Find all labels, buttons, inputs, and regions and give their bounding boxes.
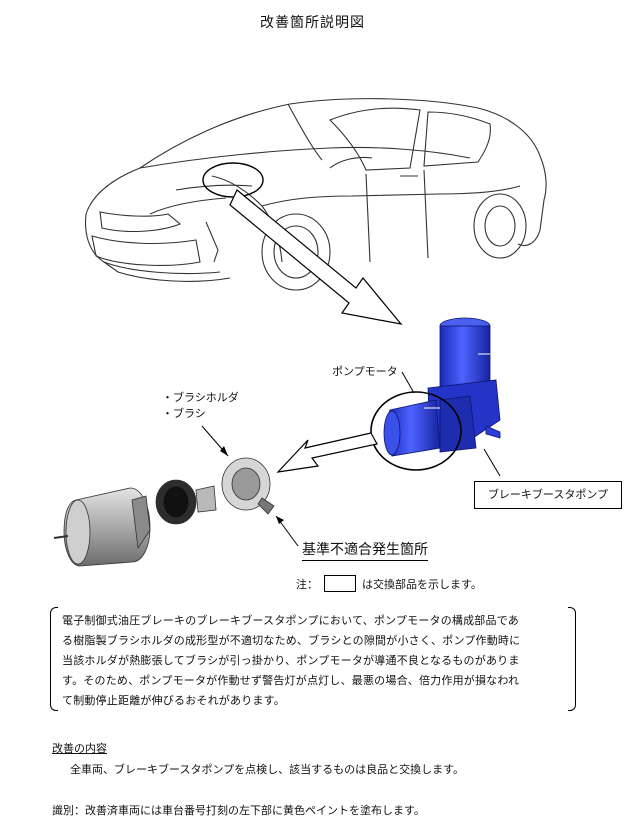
leader-booster-pump (483, 448, 501, 477)
label-brush-parts: ・ブラシホルダ ・ブラシ (162, 390, 239, 422)
note-suffix: は交換部品を示します。 (362, 577, 482, 591)
bracket-left (50, 607, 58, 711)
label-brush-holder: ・ブラシホルダ (162, 391, 239, 404)
improvement-body: 全車両、ブレーキブースタポンプを点検し、該当するものは良品と交換します。 (70, 763, 465, 776)
label-brush: ・ブラシ (162, 407, 206, 420)
label-defect-location: 基準不適合発生箇所 (302, 539, 428, 561)
improvement-heading: 改善の内容 (52, 742, 107, 755)
leader-pump-motor (401, 371, 415, 394)
exploded-motor-parts (53, 457, 275, 567)
defect-description: 電子制御式油圧ブレーキのブレーキブースタポンプにおいて、ポンプモータの構成部品で… (50, 607, 576, 711)
description-text: 電子制御式油圧ブレーキのブレーキブースタポンプにおいて、ポンプモータの構成部品で… (62, 614, 521, 707)
car-drawing (84, 98, 547, 291)
label-brake-booster-pump: ブレーキブースタポンプ (474, 481, 622, 509)
highlight-circle-car (202, 162, 264, 198)
label-pump-motor: ポンプモータ (332, 365, 398, 378)
replacement-note: 注： は交換部品を示します。 (296, 575, 482, 592)
highlight-circle-pump-motor (370, 391, 462, 471)
arrow-pump-to-parts (276, 432, 378, 473)
note-prefix: 注： (296, 577, 318, 591)
replacement-part-marker (324, 575, 356, 592)
brake-booster-pump-drawing (383, 317, 501, 457)
bracket-right (568, 607, 576, 711)
page-title: 改善箇所説明図 (260, 15, 365, 31)
arrow-car-to-pump (229, 189, 403, 325)
identification-text: 識別：改善済車両には車台番号打刻の左下部に黄色ペイントを塗布します。 (52, 804, 425, 817)
